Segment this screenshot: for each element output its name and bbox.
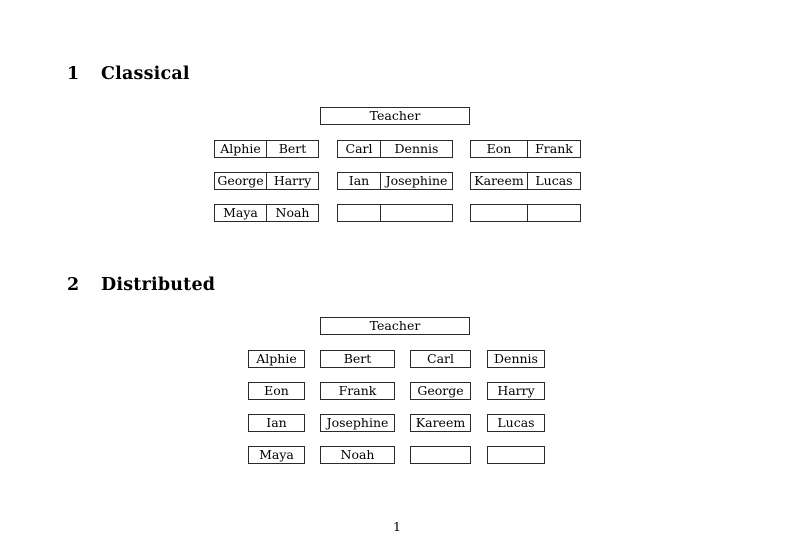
page-number: 1 bbox=[393, 519, 401, 534]
classical-cell: Lucas bbox=[527, 172, 581, 190]
classical-row: Maya Noah bbox=[214, 204, 319, 222]
distributed-cell: George bbox=[410, 382, 471, 400]
classical-row: Ian Josephine bbox=[337, 172, 453, 190]
teacher-box-classical: Teacher bbox=[320, 107, 470, 125]
distributed-cell: Noah bbox=[320, 446, 395, 464]
distributed-cell-empty bbox=[487, 446, 545, 464]
section-number: 1 bbox=[67, 64, 80, 84]
classical-cell: Harry bbox=[266, 172, 319, 190]
classical-cell: Carl bbox=[337, 140, 381, 158]
classical-cell: Dennis bbox=[380, 140, 453, 158]
classical-cell-empty bbox=[527, 204, 581, 222]
section-title: Distributed bbox=[101, 275, 216, 295]
distributed-cell: Josephine bbox=[320, 414, 395, 432]
distributed-cell: Ian bbox=[248, 414, 305, 432]
classical-cell: Kareem bbox=[470, 172, 528, 190]
classical-row: Eon Frank bbox=[470, 140, 581, 158]
distributed-cell: Bert bbox=[320, 350, 395, 368]
classical-cell: Josephine bbox=[380, 172, 453, 190]
distributed-cell-empty bbox=[410, 446, 471, 464]
classical-row: Kareem Lucas bbox=[470, 172, 581, 190]
distributed-cell: Eon bbox=[248, 382, 305, 400]
distributed-cell: Lucas bbox=[487, 414, 545, 432]
teacher-box-distributed: Teacher bbox=[320, 317, 470, 335]
classical-cell-empty bbox=[470, 204, 528, 222]
classical-cell: Alphie bbox=[214, 140, 267, 158]
classical-row: Carl Dennis bbox=[337, 140, 453, 158]
classical-cell-empty bbox=[337, 204, 381, 222]
classical-row: Alphie Bert bbox=[214, 140, 319, 158]
distributed-cell: Maya bbox=[248, 446, 305, 464]
classical-cell-empty bbox=[380, 204, 453, 222]
distributed-cell: Harry bbox=[487, 382, 545, 400]
classical-cell: George bbox=[214, 172, 267, 190]
classical-row bbox=[470, 204, 581, 222]
classical-row: George Harry bbox=[214, 172, 319, 190]
section-heading-distributed: 2 Distributed bbox=[67, 275, 367, 299]
distributed-cell: Carl bbox=[410, 350, 471, 368]
classical-cell: Bert bbox=[266, 140, 319, 158]
classical-cell: Ian bbox=[337, 172, 381, 190]
section-title: Classical bbox=[101, 64, 190, 84]
classical-cell: Maya bbox=[214, 204, 267, 222]
classical-row bbox=[337, 204, 453, 222]
section-heading-classical: 1 Classical bbox=[67, 64, 367, 88]
classical-cell: Eon bbox=[470, 140, 528, 158]
classical-cell: Frank bbox=[527, 140, 581, 158]
distributed-cell: Dennis bbox=[487, 350, 545, 368]
distributed-cell: Kareem bbox=[410, 414, 471, 432]
distributed-cell: Frank bbox=[320, 382, 395, 400]
classical-cell: Noah bbox=[266, 204, 319, 222]
section-number: 2 bbox=[67, 275, 80, 295]
distributed-cell: Alphie bbox=[248, 350, 305, 368]
